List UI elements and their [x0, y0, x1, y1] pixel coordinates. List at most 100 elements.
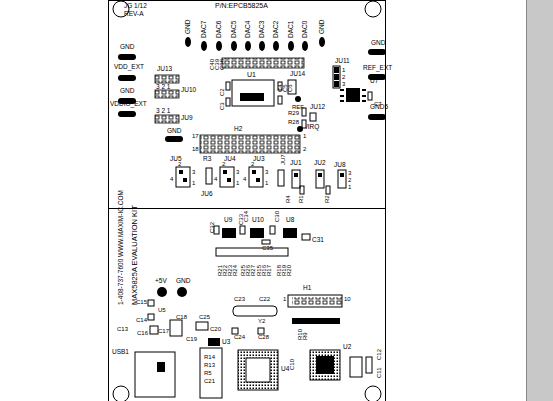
silkscreen-label: U10 — [252, 217, 264, 224]
silkscreen-label: R29 — [288, 110, 299, 116]
silkscreen-label: 2 — [178, 161, 181, 167]
silkscreen-label: C23 — [234, 296, 245, 302]
silkscreen-label: REF — [292, 104, 304, 110]
silkscreen-label: U9 — [224, 217, 232, 224]
silkscreen-label: R2 — [324, 195, 330, 203]
silkscreen-label: DAC3 — [259, 21, 266, 38]
silkscreen-label: C3 — [219, 102, 225, 110]
silkscreen-label: GND — [319, 20, 326, 34]
silkscreen-label: 1 — [265, 180, 268, 186]
silkscreen-label: DAC7 — [201, 21, 208, 38]
silkscreen-label: C30 — [274, 211, 280, 222]
silkscreen-label: DAC6 — [216, 21, 223, 38]
silkscreen-label: 3 — [265, 169, 268, 175]
silkscreen-label: 2 — [348, 177, 351, 183]
silkscreen-label: C32 — [209, 222, 215, 233]
silkscreen-label: 1 — [348, 184, 351, 190]
silkscreen-label: C14 — [136, 317, 147, 323]
silkscreen-label: C31 — [312, 237, 324, 244]
silkscreen-label: 3 — [236, 169, 239, 175]
silkscreen-label: REV-A — [124, 11, 144, 18]
silkscreen-label: R5 — [204, 370, 212, 376]
silkscreen-label: JU4 — [224, 156, 236, 163]
silkscreen-label: JG 1/12 — [124, 3, 147, 10]
silkscreen-label: U3 — [222, 339, 230, 346]
silkscreen-label: U1 — [247, 71, 256, 78]
silkscreen-label: R20 — [286, 265, 292, 276]
silkscreen-label: JU12 — [310, 104, 325, 111]
silkscreen-label: JU9 — [181, 115, 193, 122]
silkscreen-label: 2 — [303, 146, 306, 152]
silkscreen-label: R14 — [204, 354, 215, 360]
silkscreen-label: C25 — [199, 314, 210, 320]
silkscreen-label: JU10 — [181, 87, 196, 94]
silkscreen-label: +5V — [155, 278, 167, 285]
silkscreen-label: 18 — [192, 146, 199, 152]
silkscreen-label: 3 — [348, 170, 351, 176]
silkscreen-label: C18 — [176, 314, 187, 320]
silkscreen-label: C17 — [158, 328, 169, 334]
silkscreen-label: DAC2 — [273, 21, 280, 38]
silkscreen-label: 3 2 1 — [156, 108, 170, 115]
silkscreen-label: JU8 — [334, 162, 346, 169]
silkscreen-label: JU2 — [314, 160, 326, 167]
silkscreen-label: C20 — [210, 326, 221, 332]
silkscreen-label: 4 — [214, 176, 217, 182]
silkscreen-label: JU14 — [290, 71, 305, 78]
silkscreen-label: GND — [176, 278, 190, 285]
silkscreen-label: R27 — [250, 265, 256, 276]
silkscreen-label: C11 — [376, 367, 382, 378]
silkscreen-label: 1 — [236, 180, 239, 186]
silkscreen-label: JU11 — [335, 58, 350, 65]
silkscreen-label: VDDIO_EXT — [110, 101, 147, 108]
silkscreen-label: C10 — [289, 359, 295, 370]
silkscreen-label: GND — [120, 88, 134, 95]
silkscreen-label: Y2 — [258, 318, 265, 324]
silkscreen-label: C15 — [136, 299, 147, 305]
silkscreen-label: U2 — [343, 344, 351, 351]
silkscreen-label: R1 — [298, 195, 304, 203]
silkscreen-label: 4 — [243, 176, 246, 182]
silkscreen-label: U8 — [286, 217, 294, 224]
silkscreen-label: 2 — [222, 161, 225, 167]
silkscreen-label: C35 — [262, 245, 273, 251]
silkscreen-label: 1-408-737-7600 WWW.MAXIM-IC.COM — [118, 190, 125, 305]
silkscreen-label: GND — [371, 40, 385, 47]
silkscreen-label: JU6 — [201, 191, 213, 198]
silkscreen-label: H1 — [303, 285, 311, 292]
silkscreen-label: MAX5825A EVALUATION KIT — [131, 205, 139, 305]
silkscreen-label: 1 — [283, 296, 286, 302]
silkscreen-label: 3 — [192, 169, 195, 175]
silkscreen-label: DAC5 — [231, 21, 238, 38]
silkscreen-label: JU1 — [290, 160, 302, 167]
silkscreen-label: /IRQ — [306, 124, 319, 131]
silkscreen-label: R9 — [302, 332, 308, 340]
silkscreen-label: 10 — [344, 296, 351, 302]
silkscreen-label: GND — [120, 44, 134, 51]
silkscreen-label: 3 — [342, 81, 345, 87]
silkscreen-label: R3 — [203, 156, 211, 163]
silkscreen-label: P/N:EPCB5825A — [215, 2, 268, 9]
silkscreen-label: R28 — [288, 119, 299, 125]
silkscreen-label: C22 — [259, 296, 270, 302]
silkscreen-label: JU7 — [280, 154, 286, 165]
silkscreen-label: R17 — [266, 265, 272, 276]
silkscreen-label: VDD_EXT — [114, 64, 144, 71]
silkscreen-label: C13 — [117, 326, 128, 332]
silkscreen-label: U4 — [281, 366, 289, 373]
silkscreen-label: C24 — [234, 334, 245, 340]
silkscreen-label: C38 — [219, 59, 225, 70]
silkscreen-label: C21 — [204, 378, 215, 384]
silkscreen-label: USB1 — [112, 349, 129, 356]
silkscreen-label: 2 — [251, 161, 254, 167]
silkscreen-label: C28 — [258, 334, 269, 340]
silkscreen-label: DAC0 — [302, 21, 309, 38]
silkscreen-label: GND5 — [370, 104, 388, 111]
silkscreen-label: C12 — [376, 349, 382, 360]
silkscreen-label: R24 — [232, 265, 238, 276]
silkscreen-label: JU3 — [253, 156, 265, 163]
silkscreen-label: 4 — [170, 176, 173, 182]
silkscreen-label: U5 — [158, 307, 166, 313]
